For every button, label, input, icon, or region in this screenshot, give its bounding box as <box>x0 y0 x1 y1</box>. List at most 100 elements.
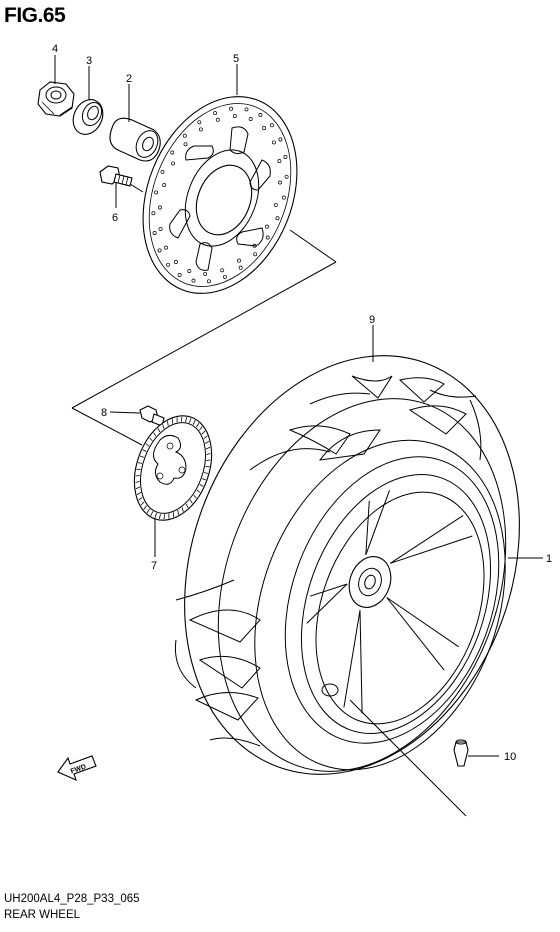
disc-hole <box>187 269 192 273</box>
disc-hole <box>284 174 289 179</box>
disc-hole <box>158 226 163 231</box>
disc-hole <box>262 126 267 130</box>
disc-hole <box>253 252 258 257</box>
disc-hole <box>157 248 162 253</box>
disc-hole <box>213 111 218 116</box>
ring-tooth <box>149 437 153 442</box>
ring-tooth <box>167 421 169 426</box>
disc-hole <box>258 113 263 117</box>
figure-title: FIG.65 <box>4 4 66 27</box>
wheel-spoke <box>386 597 459 648</box>
disc-hole <box>173 260 178 264</box>
wheel-spoke <box>306 583 348 624</box>
ring-tooth <box>150 511 154 516</box>
ring-tooth <box>135 481 140 483</box>
figure-name: REAR WHEEL <box>4 909 81 921</box>
disc-hole <box>281 195 286 200</box>
disc-hole <box>170 150 175 155</box>
callout-2: 2 <box>126 73 132 85</box>
disc-hole <box>203 271 208 276</box>
ring-tooth <box>193 494 197 499</box>
disc-hole <box>269 123 274 128</box>
disc-hole <box>158 205 162 210</box>
callout-10: 10 <box>504 751 516 763</box>
disc-hole <box>273 202 278 207</box>
wheel-spoke <box>365 490 390 556</box>
disc-hole <box>152 231 157 235</box>
ring-tooth <box>146 508 150 514</box>
rear-tire <box>174 355 520 775</box>
disc-hole <box>162 183 167 188</box>
disc-hole <box>237 258 242 263</box>
ring-tooth <box>157 428 161 433</box>
ring-tooth <box>145 443 150 447</box>
ring-tooth <box>199 484 204 487</box>
wheel-rim <box>284 456 500 744</box>
ring-tooth <box>204 440 210 444</box>
ring-tooth <box>142 449 147 452</box>
disc-hole <box>206 279 211 284</box>
ring-tooth <box>205 446 211 450</box>
disc-hole <box>283 155 288 159</box>
wheel-spoke <box>390 514 464 564</box>
ring-tooth <box>154 512 157 518</box>
wheel-spoke <box>365 500 370 555</box>
ring-tooth <box>162 424 165 429</box>
wheel-spoke <box>309 583 348 597</box>
ring-tooth <box>206 459 211 461</box>
ring-tooth <box>158 514 161 519</box>
ring-tooth <box>153 432 157 437</box>
ring-tooth <box>185 503 189 508</box>
disc-hole <box>229 106 234 111</box>
disc-hole <box>277 159 282 164</box>
callout-8: 8 <box>101 407 107 419</box>
disc-hole <box>232 114 237 119</box>
washer <box>72 99 104 135</box>
callout-1: 1 <box>546 553 552 565</box>
wheel-spoke <box>386 597 445 671</box>
disc-hole <box>248 117 253 121</box>
disc-hole <box>244 107 249 112</box>
spacer <box>109 117 161 162</box>
ring-tooth <box>177 510 179 515</box>
ring-tooth <box>137 462 143 464</box>
disc-hole <box>154 190 159 195</box>
disc-hole <box>164 245 169 250</box>
brake-disc <box>142 96 298 294</box>
disc-hole <box>182 133 187 138</box>
ring-tooth <box>143 505 148 510</box>
disc-hole <box>278 180 282 185</box>
ring-tooth <box>189 418 192 424</box>
disc-hole <box>265 235 270 240</box>
disc-hole <box>215 117 220 122</box>
ring-tooth <box>140 501 145 506</box>
disc-hole <box>238 265 243 270</box>
figure-code: UH200AL4_P28_P33_065 <box>4 893 140 905</box>
disc-hole <box>278 137 283 142</box>
disc-hole <box>220 268 225 273</box>
ring-tooth <box>206 453 211 455</box>
disc-hole <box>265 224 269 229</box>
disc-hole <box>222 274 227 279</box>
forward-arrow-icon: FWD <box>57 755 97 782</box>
ring-tooth <box>139 455 145 458</box>
ring-tooth <box>138 496 143 501</box>
disc-hole <box>271 140 276 145</box>
wheel-spoke <box>343 610 361 708</box>
callout-5: 5 <box>233 53 239 65</box>
callout-9: 9 <box>369 314 375 326</box>
disc-hole <box>151 211 156 216</box>
ring-tooth <box>136 492 142 496</box>
axle-nut <box>37 81 75 117</box>
ring-tooth <box>203 435 208 440</box>
callout-4: 4 <box>52 43 58 55</box>
disc-bolt <box>99 165 133 187</box>
ring-tooth <box>201 478 207 481</box>
disc-hole <box>166 262 171 267</box>
ring-tooth <box>196 489 201 493</box>
ring-tooth <box>163 514 166 520</box>
ring-tooth <box>135 486 141 490</box>
disc-hole <box>160 169 165 174</box>
ring-tooth <box>203 472 209 474</box>
disc-hole <box>183 142 188 147</box>
